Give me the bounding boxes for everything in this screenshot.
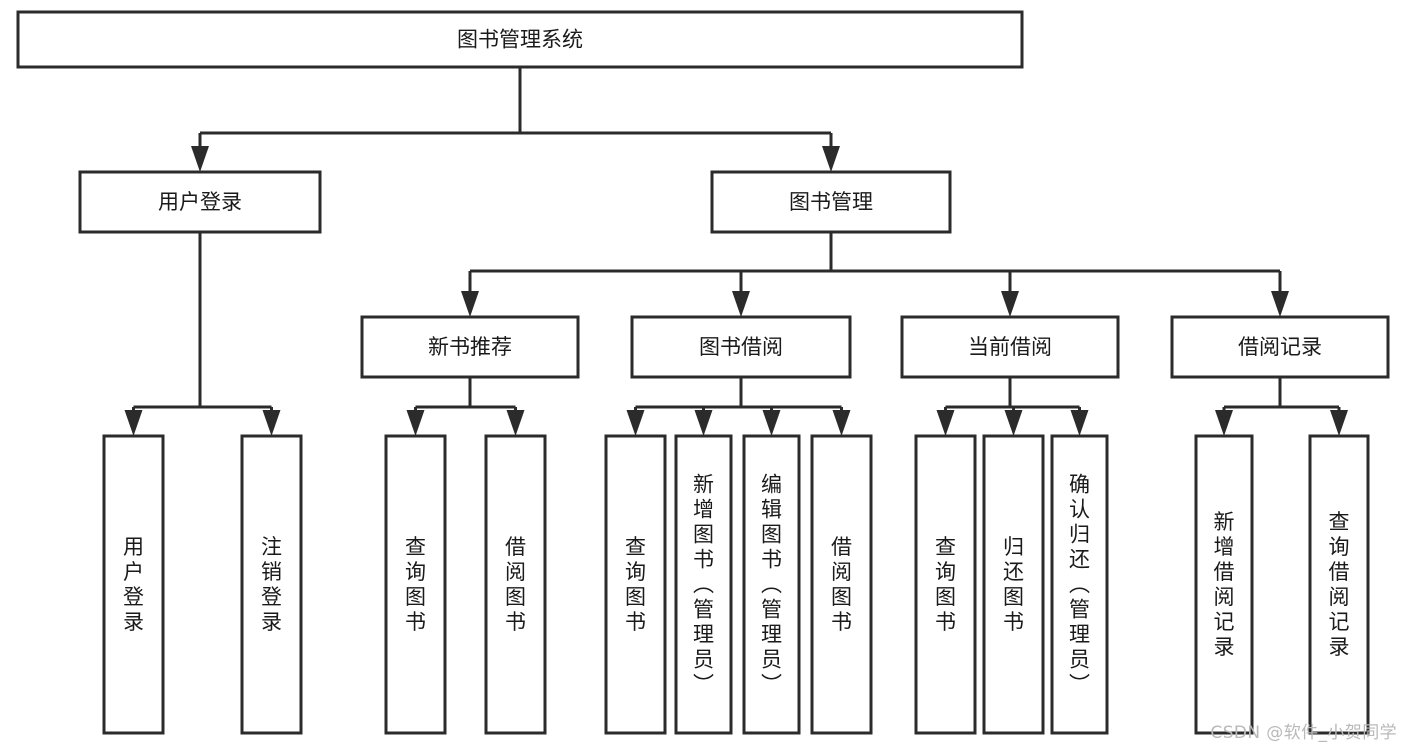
arrow-head-icon-user-login xyxy=(191,146,209,172)
node-box-current-borrow xyxy=(900,315,1120,379)
node-label-borrow-add-book: 新增图书︵管理员︶ xyxy=(693,473,714,697)
node-box-current-return-book xyxy=(982,434,1045,735)
node-borrow-edit-book[interactable]: 编辑图书︵管理员︶ xyxy=(742,434,801,735)
node-box-borrow-add-book xyxy=(674,434,733,735)
node-box-current-confirm-return xyxy=(1050,434,1109,735)
node-label-recommend-query-book: 查询图书 xyxy=(405,535,426,634)
node-recommend-borrow-book[interactable]: 借阅图书 xyxy=(484,434,547,735)
node-user-logout[interactable]: 注销登录 xyxy=(240,434,303,735)
node-label-current-query-book: 查询图书 xyxy=(935,535,956,634)
node-box-current-query-book xyxy=(914,434,977,735)
node-label-current-borrow: 当前借阅 xyxy=(968,335,1052,359)
node-new-book-recommend[interactable]: 新书推荐 xyxy=(360,315,580,379)
arrow-head-icon-book-management xyxy=(822,146,840,172)
arrow-head-icon-current-borrow xyxy=(1001,291,1019,317)
node-label-user-login-do: 用户登录 xyxy=(123,535,144,634)
node-label-borrow-query-book: 查询图书 xyxy=(625,535,646,634)
node-box-record-query xyxy=(1308,434,1370,735)
arrow-head-icon-current-query-book xyxy=(936,410,955,436)
node-label-record-query: 查询借阅记录 xyxy=(1329,510,1350,659)
node-record-add[interactable]: 新增借阅记录 xyxy=(1194,434,1254,735)
node-box-book-borrow xyxy=(630,315,852,379)
node-label-recommend-borrow-book: 借阅图书 xyxy=(505,535,526,634)
arrow-head-icon-borrow-borrow-book xyxy=(832,410,851,436)
arrow-head-icon-current-return-book xyxy=(1004,410,1023,436)
node-borrow-records[interactable]: 借阅记录 xyxy=(1170,315,1390,379)
node-label-book-management: 图书管理 xyxy=(789,190,873,214)
node-current-confirm-return[interactable]: 确认归还︵管理员︶ xyxy=(1050,434,1109,735)
arrow-head-icon-borrow-records xyxy=(1271,291,1289,317)
arrow-head-icon-user-login-do xyxy=(124,410,143,436)
node-record-query[interactable]: 查询借阅记录 xyxy=(1308,434,1370,735)
arrow-head-icon-record-query xyxy=(1330,410,1348,436)
node-label-record-add: 新增借阅记录 xyxy=(1214,510,1235,659)
node-label-root: 图书管理系统 xyxy=(457,28,583,52)
node-box-borrow-borrow-book xyxy=(810,434,873,735)
arrow-head-icon-borrow-add-book xyxy=(694,410,713,436)
node-label-user-logout: 注销登录 xyxy=(261,535,282,634)
node-label-borrow-records: 借阅记录 xyxy=(1238,335,1322,359)
node-current-borrow[interactable]: 当前借阅 xyxy=(900,315,1120,379)
node-box-recommend-query-book xyxy=(384,434,447,735)
node-box-record-add xyxy=(1194,434,1254,735)
node-label-borrow-edit-book: 编辑图书︵管理员︶ xyxy=(761,473,782,697)
node-borrow-borrow-book[interactable]: 借阅图书 xyxy=(810,434,873,735)
node-box-borrow-records xyxy=(1170,315,1390,379)
node-box-root xyxy=(16,10,1024,69)
arrow-head-icon-new-book-recommend xyxy=(461,291,479,317)
boxes-layer: 图书管理系统用户登录图书管理用户登录注销登录新书推荐查询图书借阅图书图书借阅查询… xyxy=(16,10,1390,735)
node-current-return-book[interactable]: 归还图书 xyxy=(982,434,1045,735)
node-label-new-book-recommend: 新书推荐 xyxy=(428,335,512,359)
node-label-book-borrow: 图书借阅 xyxy=(699,335,783,359)
arrow-head-icon-borrow-edit-book xyxy=(762,410,781,436)
node-box-user-login xyxy=(78,170,322,234)
arrow-head-icon-borrow-query-book xyxy=(626,410,645,436)
node-label-user-login: 用户登录 xyxy=(158,190,242,214)
node-box-recommend-borrow-book xyxy=(484,434,547,735)
arrow-head-icon-current-confirm-return xyxy=(1070,410,1089,436)
node-root[interactable]: 图书管理系统 xyxy=(16,10,1024,69)
node-box-new-book-recommend xyxy=(360,315,580,379)
node-borrow-query-book[interactable]: 查询图书 xyxy=(604,434,667,735)
node-user-login-do[interactable]: 用户登录 xyxy=(102,434,165,735)
arrow-head-icon-recommend-borrow-book xyxy=(506,410,525,436)
node-current-query-book[interactable]: 查询图书 xyxy=(914,434,977,735)
arrow-head-icon-user-logout xyxy=(262,410,281,436)
node-box-book-management xyxy=(710,170,952,234)
node-box-user-logout xyxy=(240,434,303,735)
node-label-borrow-borrow-book: 借阅图书 xyxy=(831,535,852,634)
node-borrow-add-book[interactable]: 新增图书︵管理员︶ xyxy=(674,434,733,735)
arrow-head-icon-record-add xyxy=(1215,410,1233,436)
node-box-borrow-edit-book xyxy=(742,434,801,735)
node-label-current-return-book: 归还图书 xyxy=(1003,535,1024,634)
node-box-user-login-do xyxy=(102,434,165,735)
node-recommend-query-book[interactable]: 查询图书 xyxy=(384,434,447,735)
arrow-head-icon-recommend-query-book xyxy=(406,410,425,436)
connectors-layer xyxy=(124,67,1348,436)
node-box-borrow-query-book xyxy=(604,434,667,735)
node-book-management[interactable]: 图书管理 xyxy=(710,170,952,234)
node-user-login[interactable]: 用户登录 xyxy=(78,170,322,234)
node-label-current-confirm-return: 确认归还︵管理员︶ xyxy=(1069,473,1090,697)
node-book-borrow[interactable]: 图书借阅 xyxy=(630,315,852,379)
arrow-head-icon-book-borrow xyxy=(732,291,750,317)
